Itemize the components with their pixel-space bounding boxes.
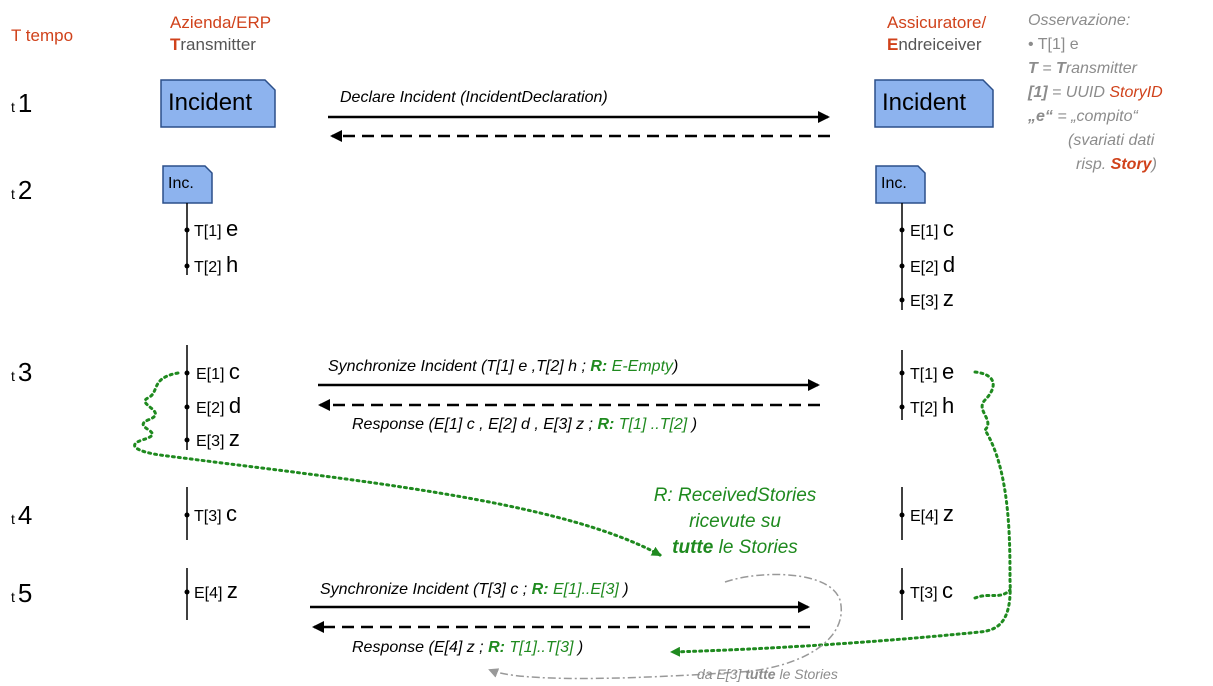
grey-link xyxy=(488,573,843,680)
green-link-right-c xyxy=(973,588,1012,600)
inc-doc-right-shape xyxy=(875,165,926,204)
inc-doc-left: Inc. xyxy=(168,175,194,192)
right-item-t2-2: E[2] d xyxy=(910,252,956,277)
received-stories-note: R: ReceivedStories ricevute su tutte le … xyxy=(653,485,817,558)
message-response-1: Response (E[1] c , E[2] d , E[3] z ; R: … xyxy=(352,416,698,433)
observation-line2: T = Transmitter xyxy=(1028,60,1137,77)
right-item-t4-1: E[4] z xyxy=(910,501,954,526)
inc-doc-right: Inc. xyxy=(881,175,907,192)
incident-doc-right-shape xyxy=(874,79,994,128)
left-item-t3-2: E[2] d xyxy=(196,393,242,418)
incident-doc-left: Incident xyxy=(168,89,253,116)
left-item-t2-2: T[2] h xyxy=(194,252,239,277)
observation-line4: „e“ = „compito“ xyxy=(1028,108,1138,125)
message-sync-incident-2: Synchronize Incident (T[3] c ; R: E[1]..… xyxy=(320,581,629,598)
green-link-left xyxy=(133,371,662,557)
green-link-right xyxy=(670,370,1012,657)
observation-line5: (svariati dati xyxy=(1068,132,1155,149)
receiver-header-line1: Assicuratore/ xyxy=(887,13,987,32)
inc-doc-left-shape xyxy=(162,165,213,204)
right-item-t5-1: T[3] c xyxy=(910,578,954,603)
left-item-t3-1: E[1] c xyxy=(196,359,240,384)
observation-line1: • T[1] e xyxy=(1028,36,1079,53)
incident-doc-right: Incident xyxy=(882,89,967,116)
right-item-t3-2: T[2] h xyxy=(910,393,955,418)
message-sync-incident-1: Synchronize Incident (T[1] e ,T[2] h ; R… xyxy=(328,358,679,375)
observation-title: Osservazione: xyxy=(1028,12,1131,29)
incident-doc-left-shape xyxy=(160,79,276,128)
receiver-header-line2: Endreiceiver xyxy=(887,35,982,54)
message-response-2: Response (E[4] z ; R: T[1]..T[3] ) xyxy=(352,639,584,656)
left-item-t4-1: T[3] c xyxy=(194,501,238,526)
all-stories-note: da E[3] tutte le Stories xyxy=(697,666,838,682)
right-item-t2-1: E[1] c xyxy=(910,216,954,241)
right-item-t2-3: E[3] z xyxy=(910,286,954,311)
left-item-t3-3: E[3] z xyxy=(196,426,240,451)
left-item-t5-1: E[4] z xyxy=(194,578,238,603)
transmitter-header-line1: Azienda/ERP xyxy=(170,13,272,32)
left-item-t2-1: T[1] e xyxy=(194,216,239,241)
right-item-t3-1: T[1] e xyxy=(910,359,955,384)
observation-line6: risp. Story) xyxy=(1076,156,1157,173)
observation-line3: [1] = UUID StoryID xyxy=(1028,84,1163,101)
time-column-header: T tempo xyxy=(11,26,74,45)
message-declare-incident: Declare Incident (IncidentDeclaration) xyxy=(340,89,608,106)
transmitter-header-line2: Transmitter xyxy=(170,35,256,54)
